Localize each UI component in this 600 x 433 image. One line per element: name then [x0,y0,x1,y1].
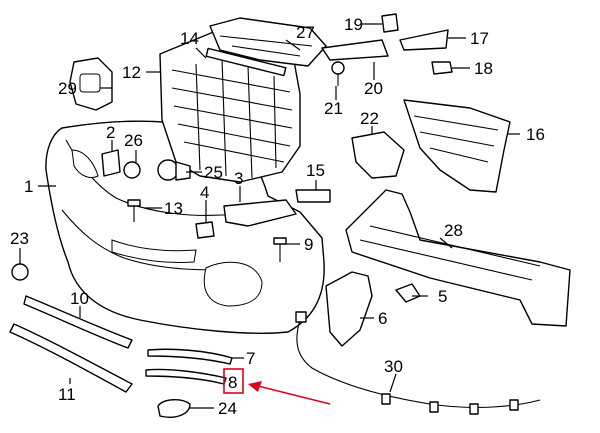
callout-7: 7 [246,349,255,368]
callout-2: 2 [106,123,115,142]
bolt-13 [127,199,141,222]
round-cap [123,161,141,179]
callout-17: 17 [470,29,489,48]
callout-26: 26 [124,131,143,150]
small-bracket [195,221,215,239]
cap-23 [11,263,29,281]
clip-5 [395,283,421,303]
center-bracket [223,199,297,227]
trim-strip-7 [147,348,233,365]
callout-6: 6 [378,309,387,328]
grille-trim-strip [205,47,287,77]
callout-18: 18 [474,59,493,78]
trim-strip-8 [145,368,227,385]
side-duct-22 [351,131,405,179]
bracket-19 [381,13,399,33]
red-pointer-arrow [248,381,331,405]
side-air-duct [403,99,511,193]
callout-16: 16 [526,125,545,144]
callout-14: 14 [180,29,199,48]
callout-12: 12 [122,63,141,82]
fog-trim-24 [157,399,191,418]
bumper-reinforcement-beam [345,189,571,327]
callout-30: 30 [384,357,403,376]
bracket-20 [321,39,389,61]
lower-strip-11 [9,323,133,393]
callout-28: 28 [444,221,463,240]
callout-8: 8 [228,373,237,392]
callout-5: 5 [438,287,447,306]
leader-lines [19,23,520,409]
callout-23: 23 [10,229,29,248]
callout-labels: 1 2 3 4 5 6 7 8 9 10 11 12 13 14 15 16 1… [10,15,545,418]
callout-8-highlight-box [223,368,244,394]
fastener-21 [331,61,345,86]
callout-20: 20 [364,79,383,98]
callout-27: 27 [296,23,315,42]
lower-bracket [325,271,373,347]
callout-11: 11 [58,385,76,404]
bracket-15 [295,189,331,203]
callout-29: 29 [58,79,77,98]
callout-3: 3 [234,169,243,188]
wiring-harness [295,311,541,415]
callout-25: 25 [204,163,223,182]
callout-10: 10 [70,289,89,308]
bolt-9 [273,237,287,262]
callout-1: 1 [24,177,33,196]
callout-4: 4 [200,183,209,202]
callout-24: 24 [218,399,237,418]
lower-strip-10 [23,295,133,349]
fastener-18 [431,61,453,75]
bumper-clip [101,149,121,177]
parking-sensor-bracket [69,57,113,111]
callout-13: 13 [164,199,183,218]
callout-15: 15 [306,161,325,180]
callout-21: 21 [324,99,343,118]
callout-9: 9 [304,235,313,254]
callout-19: 19 [344,15,363,34]
bracket-17 [399,29,449,51]
upper-air-duct [209,17,327,67]
callout-22: 22 [360,109,379,128]
parking-sensor [157,159,191,181]
